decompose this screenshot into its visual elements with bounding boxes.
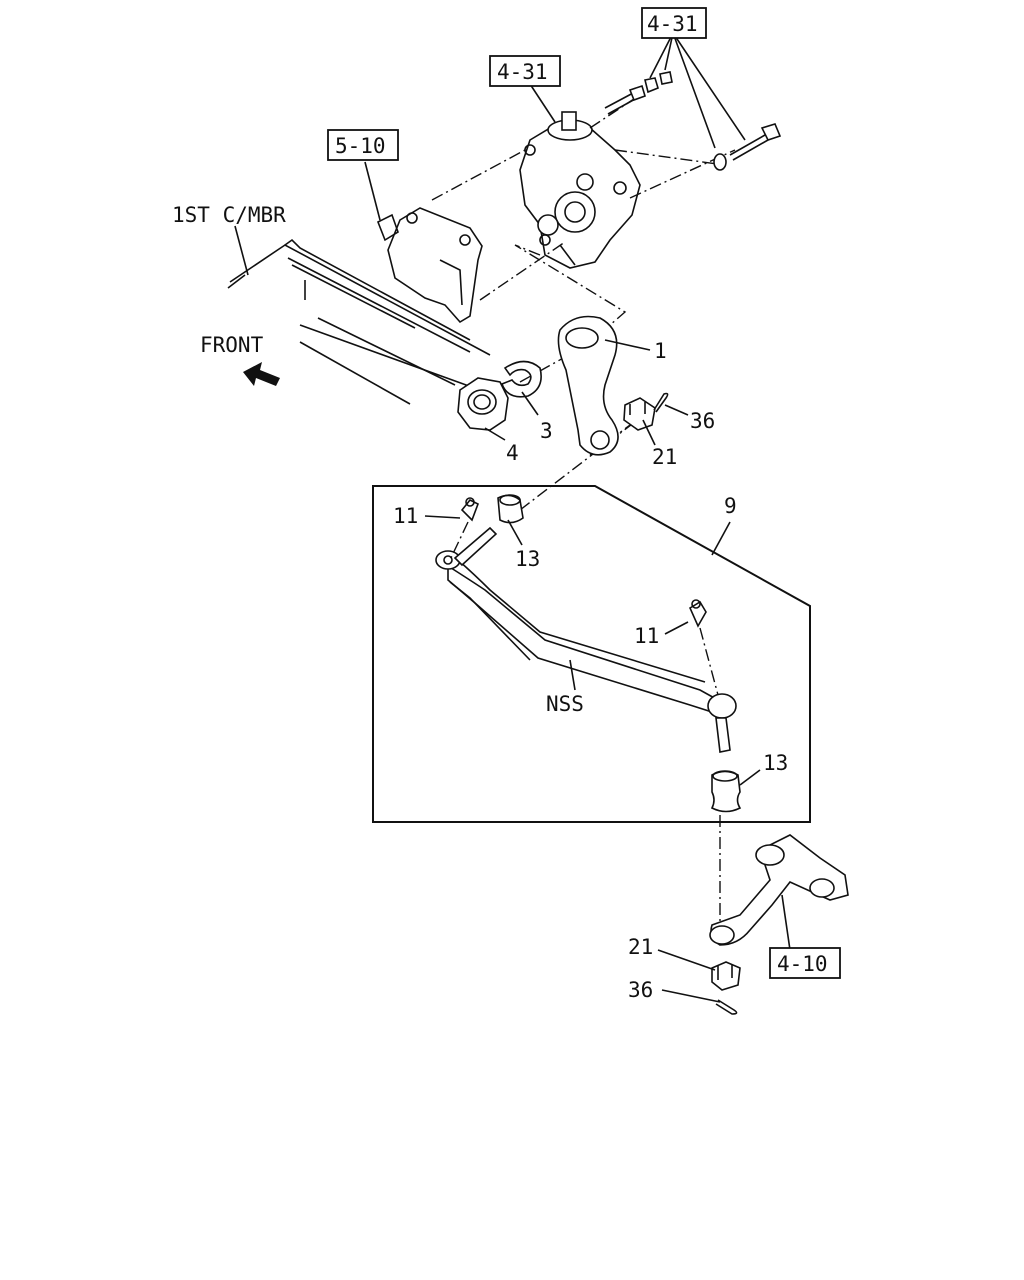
ref-5-10-label: 5-10 (335, 134, 386, 158)
crossmember-label: 1ST C/MBR (172, 203, 286, 227)
nss-label: NSS (546, 692, 584, 716)
ref-4-31-top-label: 4-31 (647, 12, 698, 36)
part-1-label: 1 (654, 339, 667, 363)
lock-washer (500, 360, 542, 398)
cotter-pin-upper (653, 392, 669, 413)
gear-box-fasteners (604, 71, 782, 171)
part-11-lower-label: 11 (634, 624, 659, 648)
steering-gear-box (519, 111, 641, 269)
ref-box-4-10 (769, 947, 841, 979)
ref-box-4-31-top (641, 7, 707, 39)
part-9-label: 9 (724, 494, 737, 518)
castle-nut-upper (623, 397, 656, 431)
dust-boot-lower (710, 770, 742, 813)
part-13-upper-label: 13 (515, 547, 540, 571)
part-36-lower-label: 36 (628, 978, 653, 1002)
drag-link-kit-frame (372, 485, 811, 823)
part-21-upper-label: 21 (652, 445, 677, 469)
leader-lines (234, 32, 791, 1003)
drag-link (435, 526, 737, 753)
front-arrow-icon (243, 362, 280, 386)
crossmember-frame (227, 238, 491, 405)
ref-4-31-mid-label: 4-31 (497, 60, 548, 84)
part-3-label: 3 (540, 419, 553, 443)
part-13-lower-label: 13 (763, 751, 788, 775)
part-4-label: 4 (506, 441, 519, 465)
ref-box-4-31-mid (489, 55, 561, 87)
pitman-arm (557, 315, 619, 456)
front-label: FRONT (200, 333, 264, 357)
grease-fitting-upper (449, 497, 480, 561)
castle-nut-lower (711, 961, 741, 991)
knuckle-arm (709, 834, 849, 946)
dust-boot-upper (497, 494, 524, 524)
grease-fitting-lower (688, 599, 719, 696)
part-36-upper-label: 36 (690, 409, 715, 433)
part-11-upper-label: 11 (393, 504, 418, 528)
ref-4-10-label: 4-10 (777, 952, 828, 976)
pitman-arm-nut (457, 377, 509, 431)
steering-bracket (376, 207, 483, 324)
part-21-lower-label: 21 (628, 935, 653, 959)
ref-box-5-10 (327, 129, 399, 161)
cotter-pin-lower (715, 999, 738, 1015)
